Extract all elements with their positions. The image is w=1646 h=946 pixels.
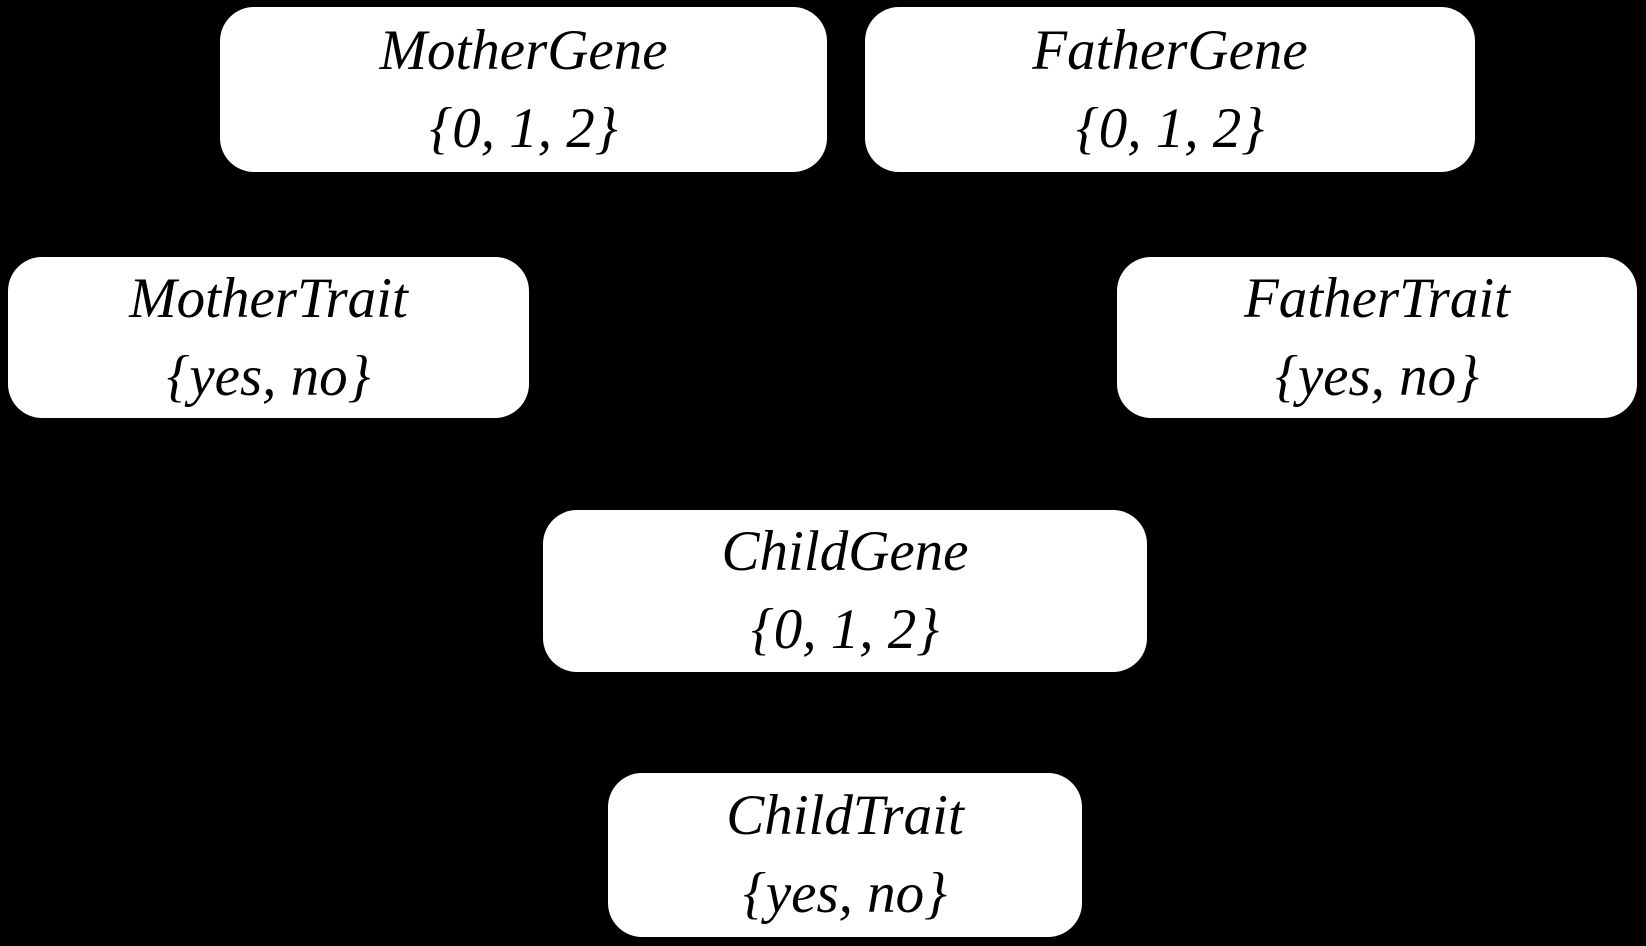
node-child-gene-values: {0, 1, 2} [750,598,940,661]
node-father-gene-label: FatherGene [1032,18,1308,82]
node-child-gene: ChildGene {0, 1, 2} [543,510,1147,672]
node-father-gene-values: {0, 1, 2} [1075,96,1265,160]
node-child-trait-values: {yes, no} [743,862,947,925]
node-mother-trait-values: {yes, no} [166,344,371,408]
node-father-gene: FatherGene {0, 1, 2} [865,7,1475,172]
node-father-trait-label: FatherTrait [1243,266,1511,330]
node-father-trait: FatherTrait {yes, no} [1117,257,1637,418]
node-mother-trait: MotherTrait {yes, no} [8,257,529,418]
node-child-gene-label: ChildGene [721,520,969,583]
node-mother-trait-label: MotherTrait [129,266,408,330]
node-mother-gene-values: {0, 1, 2} [429,96,618,160]
node-mother-gene: MotherGene {0, 1, 2} [220,7,827,172]
node-child-trait: ChildTrait {yes, no} [608,773,1082,937]
node-child-trait-label: ChildTrait [726,784,964,847]
node-father-trait-values: {yes, no} [1275,344,1479,408]
node-mother-gene-label: MotherGene [379,18,668,82]
